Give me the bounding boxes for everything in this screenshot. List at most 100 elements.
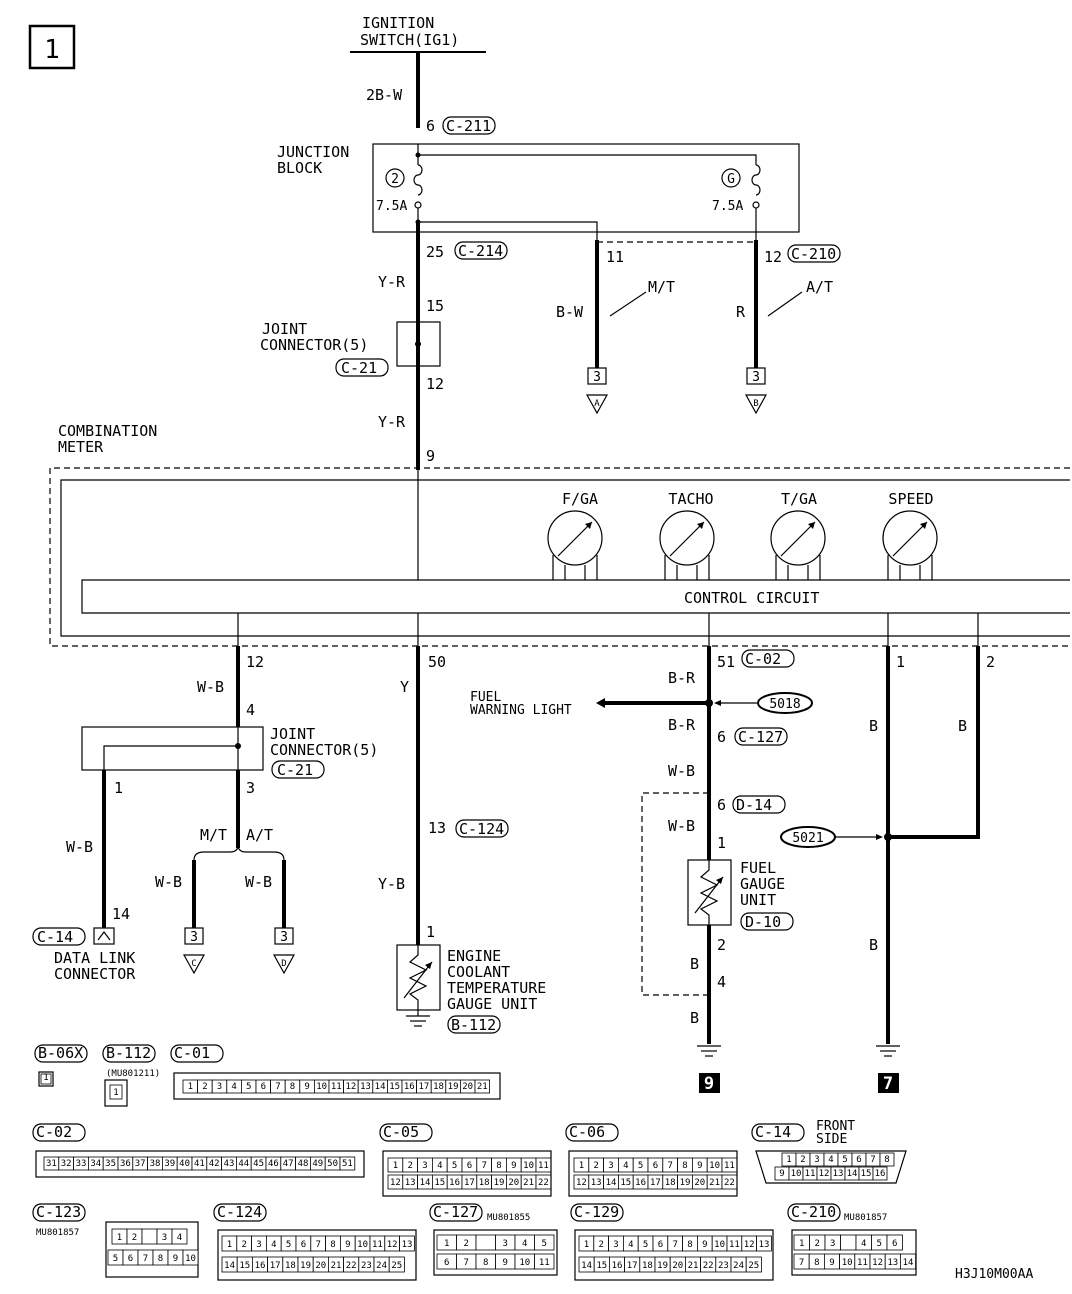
svg-text:1: 1 bbox=[188, 1082, 193, 1092]
connector-c123-pin bbox=[141, 1228, 158, 1245]
svg-text:3: 3 bbox=[217, 1082, 222, 1092]
wire-label-b-3: B bbox=[869, 717, 878, 735]
jc-top-node bbox=[415, 341, 421, 347]
connector-c01-pin: 3 bbox=[211, 1079, 228, 1094]
connector-c210-pin: 8 bbox=[808, 1253, 825, 1270]
connector-c05-pin: 21 bbox=[520, 1174, 537, 1190]
svg-text:C-02: C-02 bbox=[36, 1123, 72, 1141]
conn-c210-outline bbox=[787, 244, 841, 263]
svg-text:18: 18 bbox=[479, 1178, 490, 1188]
conn-d10-label: D-10 bbox=[745, 913, 781, 931]
wire-label-wb-4: W-B bbox=[245, 873, 272, 891]
svg-text:23: 23 bbox=[361, 1261, 372, 1271]
svg-text:3: 3 bbox=[422, 1161, 427, 1171]
svg-text:4: 4 bbox=[271, 1240, 276, 1250]
connector-c01-pin: 9 bbox=[299, 1079, 315, 1094]
ground-9-box bbox=[699, 1073, 720, 1093]
svg-text:47: 47 bbox=[283, 1159, 294, 1169]
fuse-left-badge bbox=[385, 168, 405, 188]
connector-c123-pin: 5 bbox=[107, 1249, 124, 1266]
conn-b112-outline bbox=[447, 1015, 501, 1034]
junction-block bbox=[372, 143, 800, 233]
data-link-label-1: DATA LINK bbox=[54, 949, 135, 967]
conn-c21-bottom-outline bbox=[271, 760, 325, 779]
conn-b112-label: B-112 bbox=[451, 1016, 496, 1034]
combination-meter-label-2: METER bbox=[58, 438, 104, 456]
connector-c127-pin: 10 bbox=[514, 1253, 535, 1270]
connector-c01-pin: 13 bbox=[357, 1079, 374, 1094]
connector-c05-pin: 16 bbox=[446, 1174, 463, 1190]
svg-text:20: 20 bbox=[508, 1178, 519, 1188]
connector-c124-pin: 23 bbox=[358, 1256, 375, 1273]
connector-c06-pin: 21 bbox=[706, 1174, 723, 1190]
at-label-2: A/T bbox=[246, 826, 273, 844]
svg-text:20: 20 bbox=[315, 1261, 326, 1271]
svg-text:8: 8 bbox=[814, 1258, 819, 1268]
connector-c123-pin: 4 bbox=[171, 1228, 188, 1245]
connector-c05-pin: 6 bbox=[461, 1157, 478, 1173]
wire-label-yb: Y-B bbox=[378, 875, 405, 893]
connector-c124-pin: 19 bbox=[297, 1256, 314, 1273]
connector-c01-pin: 8 bbox=[284, 1079, 301, 1094]
page-number: 1 bbox=[44, 35, 60, 65]
svg-text:36: 36 bbox=[120, 1159, 131, 1169]
connector-c06-pin: 2 bbox=[588, 1157, 604, 1173]
gauge-fga-label: F/GA bbox=[562, 490, 598, 508]
svg-text:6: 6 bbox=[892, 1239, 897, 1249]
connector-c129-pin: 3 bbox=[608, 1235, 624, 1252]
connector-c01-pin: 5 bbox=[240, 1079, 257, 1094]
conn-c21-bottom-label: C-21 bbox=[277, 761, 313, 779]
joint-connector-bottom-label-2: CONNECTOR(5) bbox=[270, 741, 378, 759]
fuel-warning-label-1: FUEL bbox=[470, 690, 501, 705]
wire-label-wb-1: W-B bbox=[197, 678, 224, 696]
svg-text:2: 2 bbox=[407, 1161, 412, 1171]
connector-c129-pin: 1 bbox=[578, 1235, 595, 1252]
connector-c14-pin: 10 bbox=[788, 1166, 804, 1181]
connector-c06-pin: 19 bbox=[677, 1174, 693, 1190]
wire-label-wb-5: W-B bbox=[668, 762, 695, 780]
svg-text:1: 1 bbox=[393, 1161, 398, 1171]
connector-c06-pin: 20 bbox=[692, 1174, 708, 1190]
conn-c21-top-outline bbox=[335, 358, 389, 377]
connector-c06-pin: 8 bbox=[677, 1157, 693, 1173]
svg-text:11: 11 bbox=[372, 1240, 383, 1250]
connector-c01-pin: 16 bbox=[401, 1079, 418, 1094]
svg-text:C-210: C-210 bbox=[791, 1203, 836, 1221]
svg-text:18: 18 bbox=[433, 1082, 444, 1092]
wire-label-bw: B-W bbox=[556, 303, 584, 321]
connector-c06-pin: 13 bbox=[588, 1174, 604, 1190]
svg-text:17: 17 bbox=[464, 1178, 475, 1188]
svg-text:11: 11 bbox=[331, 1082, 342, 1092]
fuel-gauge-label-1: FUEL bbox=[740, 859, 776, 877]
ect-label-4: GAUGE UNIT bbox=[447, 995, 537, 1013]
svg-text:19: 19 bbox=[680, 1178, 691, 1188]
connector-c124-pin: 13 bbox=[399, 1235, 415, 1252]
fuel-warning-label-2: WARNING LIGHT bbox=[470, 703, 572, 718]
connector-c210-pin: 13 bbox=[884, 1253, 901, 1270]
connector-c05-pin: 10 bbox=[520, 1157, 537, 1173]
connector-b06x-pin: 1 bbox=[40, 1073, 52, 1085]
pin-15: 15 bbox=[426, 297, 444, 315]
pin-6: 6 bbox=[426, 117, 435, 135]
connector-c129-pin: 10 bbox=[711, 1235, 728, 1252]
connector-c05-pin: 5 bbox=[446, 1157, 463, 1173]
svg-text:13: 13 bbox=[759, 1240, 770, 1250]
connector-c124-pin: 8 bbox=[325, 1235, 341, 1252]
ref-b: B bbox=[753, 399, 758, 409]
svg-text:17: 17 bbox=[650, 1178, 661, 1188]
connector-c129-pin: 23 bbox=[715, 1256, 732, 1273]
connector-c05-pin: 22 bbox=[535, 1174, 552, 1190]
fuel-gauge-variable-arrow bbox=[694, 876, 724, 914]
svg-text:22: 22 bbox=[703, 1261, 714, 1271]
svg-text:45: 45 bbox=[253, 1159, 264, 1169]
junction-block-label-2: BLOCK bbox=[277, 159, 322, 177]
gauge-tga-label: T/GA bbox=[781, 490, 817, 508]
splice-node-5021 bbox=[884, 833, 892, 841]
connector-c124-pin: 24 bbox=[373, 1256, 390, 1273]
ref-c: C bbox=[191, 959, 196, 969]
connector-c124-pin: 10 bbox=[354, 1235, 371, 1252]
svg-text:5: 5 bbox=[452, 1161, 457, 1171]
connector-c05-pin: 15 bbox=[431, 1174, 448, 1190]
pin-14: 14 bbox=[112, 905, 130, 923]
svg-text:C-06: C-06 bbox=[569, 1123, 605, 1141]
